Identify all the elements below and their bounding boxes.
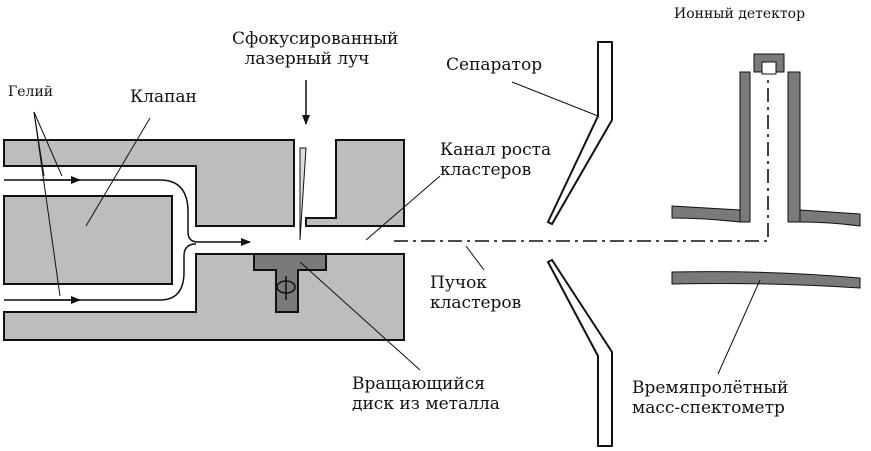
laser-beam <box>299 147 307 241</box>
label-disk-line1: Вращающийся <box>352 374 485 394</box>
label-valve: Клапан <box>130 87 197 107</box>
label-laser-line2: лазерный луч <box>244 49 370 69</box>
leader-beam <box>465 245 485 271</box>
tof-tube-left <box>739 71 751 223</box>
leader-tof <box>717 279 761 375</box>
label-beam-line2: кластеров <box>430 293 522 313</box>
valve-block <box>3 195 173 285</box>
leader-helium-1 <box>33 111 63 177</box>
source-lower-block <box>3 253 405 341</box>
source-upper-right-block <box>305 139 405 227</box>
tof-upper-flange-right <box>799 209 861 227</box>
leader-helium-3 <box>33 111 61 297</box>
label-laser-line1: Сфокусированный <box>232 29 399 49</box>
ion-detector-slot <box>761 61 777 75</box>
leader-channel <box>365 175 441 241</box>
label-ion-detector: Ионный детектор <box>674 6 806 22</box>
tof-tube-right <box>787 71 801 223</box>
label-tof-line1: Времяпролётный <box>632 378 789 398</box>
leader-separator <box>511 81 599 117</box>
separator-upper <box>546 41 613 226</box>
label-helium: Гелий <box>8 84 54 100</box>
label-separator: Сепаратор <box>446 55 543 75</box>
label-disk-line2: диск из металла <box>352 394 500 414</box>
label-channel-line1: Канал роста <box>440 140 552 160</box>
leader-valve <box>85 117 151 227</box>
label-tof-line2: масс-спектометр <box>632 398 785 418</box>
label-channel-line2: кластеров <box>440 160 532 180</box>
tof-upper-flange-left <box>671 205 741 223</box>
leader-disk <box>299 261 421 371</box>
rotating-disk <box>253 253 327 313</box>
helium-flow-lower <box>4 243 197 301</box>
source-upper-block <box>3 139 295 227</box>
separator-lower <box>546 258 613 447</box>
label-beam-line1: Пучок <box>430 273 487 293</box>
helium-flow-upper <box>4 179 251 246</box>
tof-lower-plate <box>671 271 861 289</box>
